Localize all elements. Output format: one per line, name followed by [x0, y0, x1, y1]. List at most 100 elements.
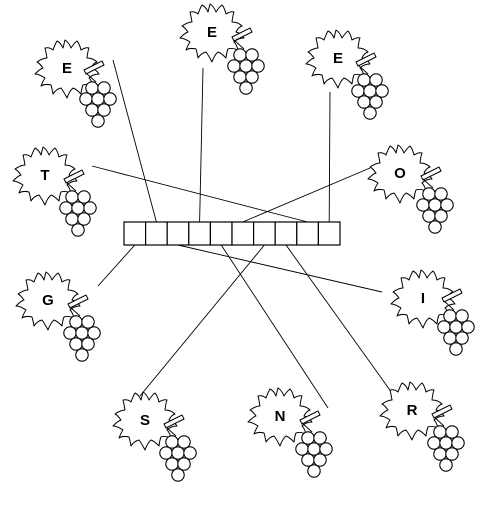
leaf-letter: R: [407, 402, 418, 419]
grape-stem-icon: [355, 52, 377, 67]
vine-leaf-icon: [367, 144, 433, 204]
grape-icon: [75, 348, 89, 362]
answer-cell-2[interactable]: [145, 221, 168, 246]
grape-icon: [77, 212, 91, 226]
grape-icon: [375, 84, 389, 98]
grape-cluster-e-2: E: [179, 3, 265, 95]
answer-cell-1[interactable]: [123, 221, 147, 246]
connection-line-e-2: [112, 59, 157, 223]
grape-icon: [313, 431, 327, 445]
grape-stalk: [85, 72, 97, 83]
answer-cell-8[interactable]: [274, 221, 298, 246]
grape-stalk: [443, 300, 455, 311]
grape-stem-icon: [420, 166, 442, 181]
grape-icon: [171, 468, 185, 482]
grape-icon: [97, 81, 111, 95]
grape-icon: [319, 442, 333, 456]
grape-icon: [427, 436, 441, 450]
connection-line-n-5: [220, 244, 329, 409]
grape-icon: [71, 201, 85, 215]
grape-icon: [77, 190, 91, 204]
grape-icon: [69, 315, 83, 329]
answer-cell-4[interactable]: [188, 221, 212, 246]
grape-icon: [183, 446, 197, 460]
grape-icon: [433, 425, 447, 439]
grape-icon: [91, 114, 105, 128]
grape-stalk: [69, 306, 81, 317]
grape-icon: [97, 103, 111, 117]
grape-icon: [91, 92, 105, 106]
grape-icon: [83, 201, 97, 215]
answer-cell-6[interactable]: [231, 221, 255, 246]
grape-icon: [428, 198, 442, 212]
vine-leaf-icon: [15, 271, 81, 331]
grape-icon: [440, 198, 454, 212]
grape-icon: [65, 190, 79, 204]
grape-icon: [295, 442, 309, 456]
answer-cell-7[interactable]: [253, 221, 276, 246]
answer-cell-10[interactable]: [317, 221, 341, 246]
answer-cell-5[interactable]: [209, 221, 233, 246]
grape-icon: [422, 187, 436, 201]
grape-icon: [301, 453, 315, 467]
answer-box: [123, 221, 341, 246]
grape-icon: [369, 95, 383, 109]
grape-icon: [165, 457, 179, 471]
leaf-letter: E: [207, 24, 217, 41]
leaf-letter: I: [421, 290, 425, 307]
grape-icon: [313, 453, 327, 467]
vine-leaf-icon: [179, 3, 245, 63]
connection-line-e-10: [328, 91, 331, 223]
vine-leaf-icon: [112, 391, 178, 451]
grape-icon: [449, 320, 463, 334]
grape-cluster-r-10: R: [379, 381, 465, 472]
grape-icon: [59, 201, 73, 215]
answer-cell-3[interactable]: [166, 221, 190, 246]
grape-cluster-i-7: I: [390, 269, 475, 356]
grape-icon: [85, 103, 99, 117]
grape-icon: [416, 198, 430, 212]
grape-stalk: [165, 426, 177, 437]
grape-stalk: [357, 64, 369, 75]
grape-icon: [301, 431, 315, 445]
grape-icon: [363, 84, 377, 98]
vine-leaf-icon: [34, 39, 100, 99]
grape-icon: [233, 70, 247, 84]
vine-leaf-icon: [12, 146, 78, 206]
grape-stem-icon: [83, 60, 105, 75]
leaf-letter: O: [394, 165, 406, 182]
connection-lines: [91, 59, 393, 409]
grape-stem-icon: [431, 404, 453, 419]
grape-icon: [159, 446, 173, 460]
answer-cell-9[interactable]: [296, 221, 319, 246]
grape-cluster-e-3: E: [305, 29, 389, 120]
grape-cluster-o-5: O: [367, 144, 454, 234]
grape-stalk: [433, 416, 445, 427]
grape-icon: [245, 48, 259, 62]
grape-icon: [245, 70, 259, 84]
grape-icon: [357, 73, 371, 87]
grape-icon: [65, 212, 79, 226]
grape-cluster-n-9: N: [247, 387, 333, 478]
connection-line-t-9: [91, 165, 308, 223]
grape-icon: [239, 59, 253, 73]
grape-icon: [455, 309, 469, 323]
grape-icon: [461, 320, 475, 334]
grape-icon: [363, 106, 377, 120]
grape-stalk: [233, 39, 245, 50]
grape-icon: [434, 187, 448, 201]
grape-icon: [357, 95, 371, 109]
grape-stem-icon: [163, 414, 185, 429]
grape-icon: [455, 331, 469, 345]
grape-icon: [369, 73, 383, 87]
grape-icon: [233, 48, 247, 62]
grape-icon: [239, 81, 253, 95]
grape-cluster-g-6: G: [15, 271, 101, 362]
grape-stalk: [301, 422, 313, 433]
grape-cluster-e-1: E: [34, 39, 117, 128]
grape-stem-icon: [231, 27, 253, 42]
leaf-letter: S: [140, 412, 150, 429]
grape-icon: [171, 446, 185, 460]
